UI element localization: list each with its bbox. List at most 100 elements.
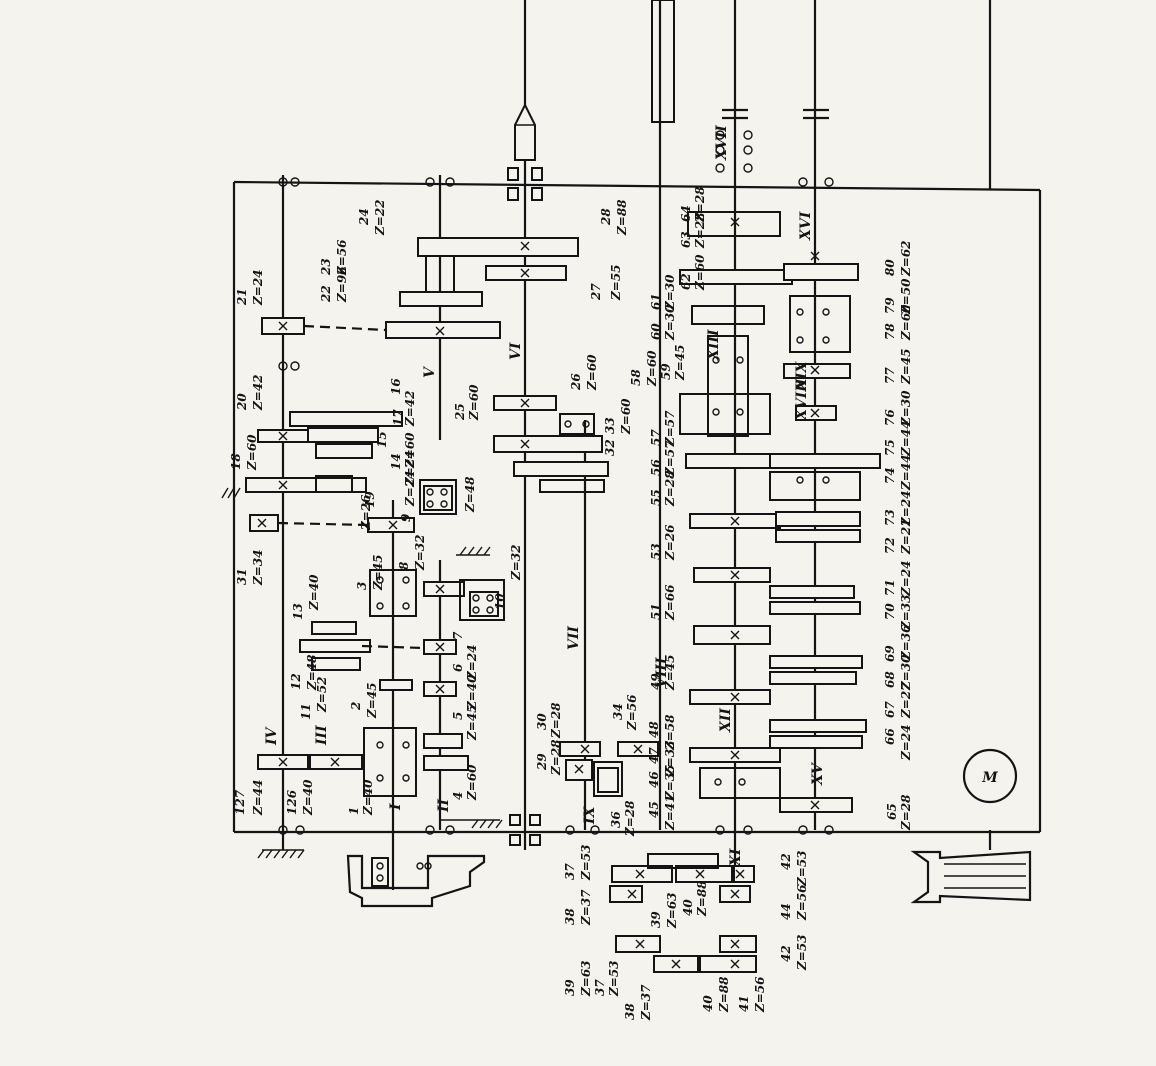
label-g6z: Z=40 bbox=[465, 674, 479, 711]
label-g75: 75 bbox=[883, 439, 897, 456]
label-g30: 30 bbox=[535, 713, 549, 730]
gear-32 bbox=[513, 461, 609, 477]
label-g57z: Z=57 bbox=[663, 410, 677, 447]
label-g46: 46 bbox=[647, 771, 661, 788]
label-g63z: Z=28 bbox=[693, 212, 707, 249]
label-g126z: Z=40 bbox=[301, 779, 315, 816]
label-g74: 74 bbox=[883, 467, 897, 484]
label-g76z: Z=30 bbox=[899, 390, 913, 427]
label-shaft-xvii: XVII bbox=[714, 125, 730, 161]
label-g66z: Z=24 bbox=[899, 724, 913, 761]
label-g41bz: Z=56 bbox=[753, 976, 767, 1013]
gear-4 bbox=[423, 755, 469, 771]
label-g8: 8 bbox=[397, 561, 411, 570]
label-g32: 32 bbox=[603, 439, 617, 456]
label-g23z: Z=56 bbox=[335, 239, 349, 276]
gear-23 bbox=[399, 291, 483, 307]
label-g67z: Z=27 bbox=[899, 682, 913, 719]
label-g47: 47 bbox=[647, 747, 661, 764]
label-g9z: Z=48 bbox=[463, 476, 477, 513]
gear-27 bbox=[485, 265, 567, 281]
label-g44z: Z=56 bbox=[795, 884, 809, 921]
label-g77z: Z=45 bbox=[899, 348, 913, 385]
gear-block-3 bbox=[369, 569, 417, 617]
label-g80: 80 bbox=[883, 259, 897, 276]
gear-49 bbox=[689, 689, 771, 705]
gear-73 bbox=[775, 511, 861, 527]
gear-5 bbox=[423, 733, 463, 749]
label-g55: 55 bbox=[649, 489, 663, 506]
label-g11z: Z=52 bbox=[315, 676, 329, 713]
label-shaft-xiii: XIII bbox=[706, 329, 722, 361]
label-g45: 45 bbox=[647, 801, 661, 818]
label-g74z: Z=44 bbox=[899, 454, 913, 491]
label-g30z: Z=28 bbox=[549, 702, 563, 739]
label-g25z: Z=60 bbox=[467, 384, 481, 421]
label-g78z: Z=60 bbox=[899, 304, 913, 341]
label-g126: 126 bbox=[285, 789, 299, 815]
label-g31: 31 bbox=[235, 568, 249, 585]
label-g58: 58 bbox=[629, 369, 643, 386]
label-g37z: Z=53 bbox=[579, 844, 593, 881]
label-g13: 13 bbox=[291, 603, 305, 620]
label-g36: 36 bbox=[609, 811, 623, 828]
label-g47z: Z=33 bbox=[663, 740, 677, 777]
label-g80z: Z=62 bbox=[899, 240, 913, 277]
gear-block-1-2 bbox=[363, 727, 417, 797]
label-g56z: Z=57 bbox=[663, 440, 677, 477]
gear-66 bbox=[769, 735, 863, 749]
label-shaft-viii: VIII bbox=[654, 657, 670, 688]
sleeve-v bbox=[425, 255, 455, 293]
gears bbox=[245, 211, 881, 973]
label-g27: 27 bbox=[589, 283, 603, 301]
label-g20: 20 bbox=[235, 393, 249, 411]
label-g38b: 38 bbox=[623, 1003, 637, 1020]
label-g67: 67 bbox=[883, 701, 897, 718]
label-g4: 4 bbox=[451, 792, 465, 800]
gear-76 bbox=[795, 405, 837, 421]
gear-72 bbox=[775, 529, 861, 543]
label-g73z: Z=24 bbox=[899, 490, 913, 527]
label-shaft-vii: VII bbox=[566, 626, 582, 650]
label-g39c: 39 bbox=[649, 911, 663, 928]
gear-24-28 bbox=[417, 237, 579, 257]
label-g22z: Z=96 bbox=[335, 266, 349, 303]
label-g55z: Z=28 bbox=[663, 470, 677, 507]
label-shaft-xii: XII bbox=[718, 708, 734, 733]
label-shaft-ix: IX bbox=[582, 805, 598, 825]
gear-12 bbox=[299, 639, 371, 653]
label-g75z: Z=44 bbox=[899, 420, 913, 457]
label-g70: 70 bbox=[883, 603, 897, 620]
label-g10z: Z=32 bbox=[509, 544, 523, 581]
gear-80 bbox=[783, 263, 859, 281]
gear-71 bbox=[769, 585, 855, 599]
label-g1: 1 bbox=[347, 807, 361, 815]
label-g53: 53 bbox=[649, 543, 663, 560]
label-g21: 21 bbox=[235, 288, 249, 306]
gear-58 bbox=[679, 393, 771, 435]
gear-9 bbox=[419, 479, 457, 515]
label-g65z: Z=28 bbox=[899, 794, 913, 831]
label-shaft-xvi: XVI bbox=[798, 211, 814, 241]
gear-29 bbox=[565, 759, 593, 781]
label-g49: 49 bbox=[649, 673, 663, 690]
label-g24: 24 bbox=[357, 208, 371, 226]
label-g34: 34 bbox=[611, 703, 625, 720]
label-g62: 62 bbox=[679, 273, 693, 290]
motor-label: M bbox=[981, 770, 998, 786]
label-g2: 2 bbox=[349, 702, 363, 711]
label-g24z: Z=22 bbox=[373, 199, 387, 236]
label-g9: 9 bbox=[399, 513, 413, 522]
label-g42b: 42 bbox=[779, 945, 793, 962]
gear-19 bbox=[367, 517, 415, 533]
gear-13 bbox=[311, 621, 357, 635]
label-g16: 16 bbox=[389, 378, 403, 395]
label-g40b: 40 bbox=[701, 995, 715, 1012]
label-g15z: Z=24 bbox=[403, 450, 417, 487]
gear-42b bbox=[719, 935, 757, 953]
gear-42a bbox=[733, 865, 755, 883]
spindle-housing bbox=[346, 854, 486, 908]
housing-frame bbox=[232, 0, 1042, 834]
gear-17 bbox=[307, 427, 379, 443]
gear-61 bbox=[691, 305, 765, 325]
